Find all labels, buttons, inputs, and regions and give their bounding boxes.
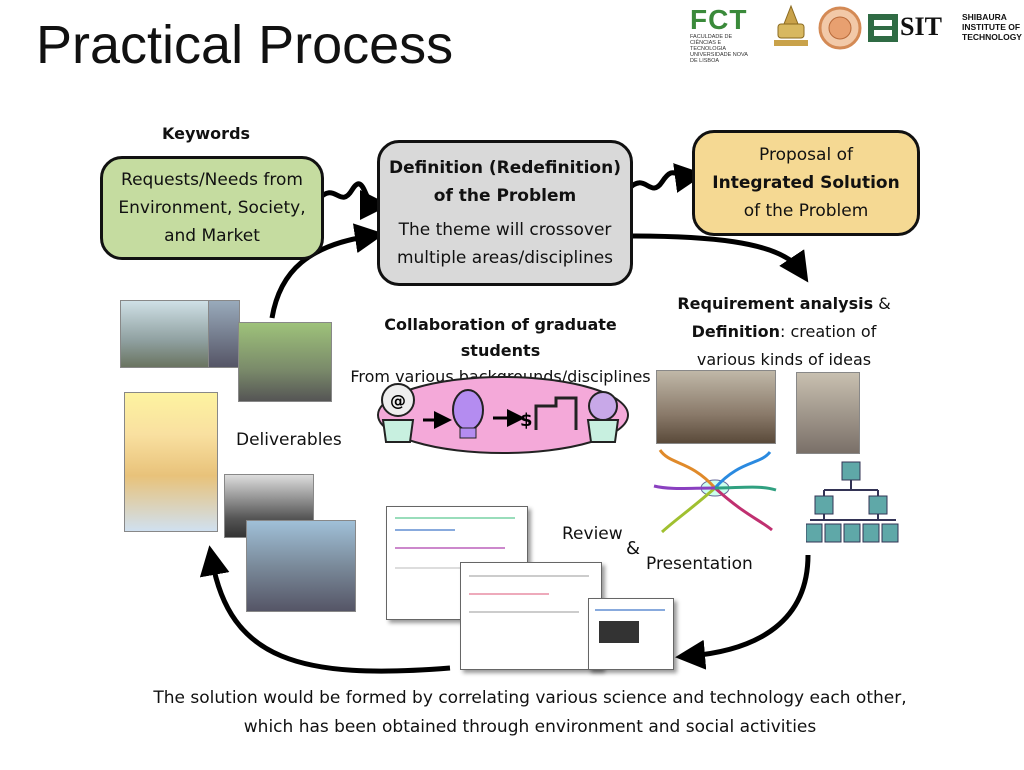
fct-logo-line2: CIÊNCIAS E TECNOLOGIA xyxy=(690,40,727,52)
definition-title1: Definition (Redefinition) xyxy=(389,158,621,178)
sit-line2: INSTITUTE OF xyxy=(962,22,1021,32)
definition-line1: The theme will crossover xyxy=(398,220,612,240)
deliverables-label: Deliverables xyxy=(236,430,342,450)
keywords-line1: Requests/Needs from xyxy=(121,170,303,190)
collaboration-graphic: @ $ xyxy=(377,376,629,454)
poster-photo xyxy=(124,392,218,532)
summary-line1: The solution would be formed by correlat… xyxy=(153,688,907,708)
outdoor-photo xyxy=(238,322,332,402)
org-chart-graphic xyxy=(806,461,899,543)
report-document-2 xyxy=(460,562,602,670)
collaboration-title: Collaboration of graduate students xyxy=(384,315,617,360)
summary-text: The solution would be formed by correlat… xyxy=(120,684,940,742)
keywords-box: Requests/Needs from Environment, Society… xyxy=(100,156,324,260)
proposal-line3: of the Problem xyxy=(743,201,869,221)
keywords-line2: Environment, Society, xyxy=(118,198,306,218)
page-title: Practical Process xyxy=(36,15,454,75)
keywords-line3: and Market xyxy=(164,226,260,246)
definition-line2: multiple areas/disciplines xyxy=(396,248,614,268)
requirement-bold2: Definition xyxy=(691,322,781,341)
requirement-bold1: Requirement analysis xyxy=(677,294,874,313)
sit-line3: TECHNOLOGY xyxy=(962,32,1022,42)
report-document-3 xyxy=(588,598,674,670)
arrow-requirement-to-review xyxy=(675,554,811,670)
sit-line1: SHIBAURA xyxy=(962,12,1007,22)
arrow-review-to-deliverables xyxy=(199,545,451,674)
sit-logo-name: SIT xyxy=(900,12,942,41)
keywords-heading: Keywords xyxy=(162,124,251,143)
arrow-photos-to-definition xyxy=(269,223,385,319)
meeting-photo-1 xyxy=(656,370,776,444)
team-photo-2 xyxy=(208,300,240,368)
svg-text:$: $ xyxy=(520,410,533,431)
requirement-line3: various kinds of ideas xyxy=(696,350,872,369)
requirement-amp: & xyxy=(873,294,891,313)
fct-logo-line3: UNIVERSIDADE NOVA DE LISBOA xyxy=(690,52,748,64)
proposal-line1: Proposal of xyxy=(759,145,853,165)
mind-map-graphic xyxy=(653,449,777,534)
fct-logo: FCT FACULDADE DE CIÊNCIAS E TECNOLOGIA U… xyxy=(690,4,754,65)
presentation-label: Presentation xyxy=(646,554,753,574)
proposal-line2: Integrated Solution xyxy=(712,173,900,193)
definition-title2: of the Problem xyxy=(433,186,577,206)
proposal-box: Proposal of Integrated Solution of the P… xyxy=(692,130,920,236)
summary-line2: which has been obtained through environm… xyxy=(243,717,817,737)
arrow-keywords-to-definition xyxy=(316,181,390,220)
requirement-text: Requirement analysis & Definition: creat… xyxy=(668,290,900,374)
review-ampersand: & xyxy=(626,538,641,559)
fct-logo-name: FCT xyxy=(690,4,748,35)
round-seal-logo xyxy=(818,6,862,50)
meeting-photo-2 xyxy=(796,372,860,454)
team-photo-1 xyxy=(120,300,210,368)
arrow-definition-to-requirement xyxy=(629,233,809,283)
fct-logo-line1: FACULDADE DE xyxy=(690,34,733,40)
arrow-definition-to-proposal xyxy=(626,163,705,193)
sit-emblem-logo xyxy=(868,14,898,42)
svg-text:@: @ xyxy=(390,391,406,410)
review-label: Review xyxy=(562,524,623,544)
workshop-photo xyxy=(246,520,356,612)
requirement-rest: : creation of xyxy=(780,322,877,341)
sit-logo-subtitle: SHIBAURA INSTITUTE OF TECHNOLOGY xyxy=(962,12,1022,42)
university-seal-logo xyxy=(774,4,808,46)
definition-box: Definition (Redefinition) of the Problem… xyxy=(377,140,633,286)
